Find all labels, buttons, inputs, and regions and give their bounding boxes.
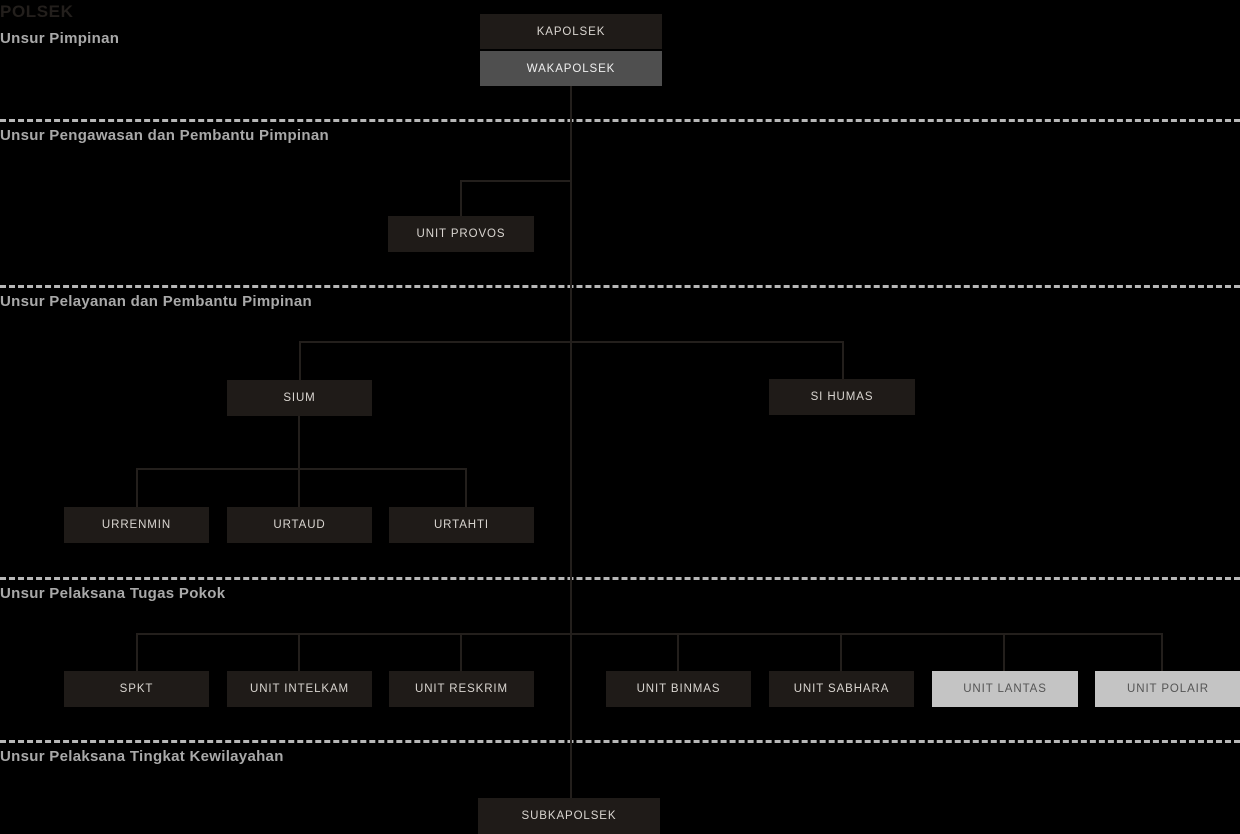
- connector-urtahti-drop: [465, 468, 467, 507]
- node-unit-lantas[interactable]: UNIT LANTAS: [932, 671, 1078, 707]
- node-sium[interactable]: SIUM: [227, 380, 372, 416]
- node-unit-intelkam[interactable]: UNIT INTELKAM: [227, 671, 372, 707]
- node-wakapolsek[interactable]: WAKAPOLSEK: [480, 51, 662, 86]
- connector-spkt-drop: [136, 633, 138, 671]
- node-unit-sabhara[interactable]: UNIT SABHARA: [769, 671, 914, 707]
- connector-main-spine: [570, 86, 572, 812]
- connector-binmas-drop: [677, 633, 679, 671]
- band-label-pimpinan: Unsur Pimpinan: [0, 30, 120, 47]
- connector-provos-drop: [460, 180, 462, 217]
- node-subkapolsek[interactable]: SUBKAPOLSEK: [478, 798, 660, 834]
- connector-sium-drop: [299, 341, 301, 380]
- node-spkt[interactable]: SPKT: [64, 671, 209, 707]
- page-title: POLSEK: [0, 2, 74, 21]
- node-unit-binmas[interactable]: UNIT BINMAS: [606, 671, 751, 707]
- connector-lantas-drop: [1003, 633, 1005, 671]
- connector-sabhara-drop: [840, 633, 842, 671]
- node-si-humas[interactable]: SI HUMAS: [769, 379, 915, 415]
- node-urtaud[interactable]: URTAUD: [227, 507, 372, 543]
- band-label-kewilayahan: Unsur Pelaksana Tingkat Kewilayahan: [0, 748, 284, 765]
- node-unit-polair[interactable]: UNIT POLAIR: [1095, 671, 1240, 707]
- band-divider-4: [0, 740, 1240, 743]
- node-unit-provos[interactable]: UNIT PROVOS: [388, 216, 534, 252]
- band-label-pelaksana-tugas: Unsur Pelaksana Tugas Pokok: [0, 585, 226, 602]
- connector-layanan-horizontal: [299, 341, 844, 343]
- band-label-pengawasan: Unsur Pengawasan dan Pembantu Pimpinan: [0, 127, 329, 144]
- connector-provos-horizontal: [460, 180, 571, 182]
- band-label-pelayanan: Unsur Pelayanan dan Pembantu Pimpinan: [0, 293, 313, 310]
- band-divider-3: [0, 577, 1240, 580]
- connector-polair-drop: [1161, 633, 1163, 671]
- node-unit-reskrim[interactable]: UNIT RESKRIM: [389, 671, 534, 707]
- band-divider-2: [0, 285, 1240, 288]
- connector-urrenmin-drop: [136, 468, 138, 507]
- connector-sihumas-drop: [842, 341, 844, 380]
- connector-sium-children-horizontal: [136, 468, 466, 470]
- node-kapolsek[interactable]: KAPOLSEK: [480, 14, 662, 49]
- connector-pelaksana-horizontal: [136, 633, 1162, 635]
- node-urtahti[interactable]: URTAHTI: [389, 507, 534, 543]
- connector-urtaud-drop: [298, 468, 300, 507]
- connector-intelkam-drop: [298, 633, 300, 671]
- band-divider-1: [0, 119, 1240, 122]
- connector-sium-stem: [298, 415, 300, 468]
- connector-reskrim-drop: [460, 633, 462, 671]
- node-urrenmin[interactable]: URRENMIN: [64, 507, 209, 543]
